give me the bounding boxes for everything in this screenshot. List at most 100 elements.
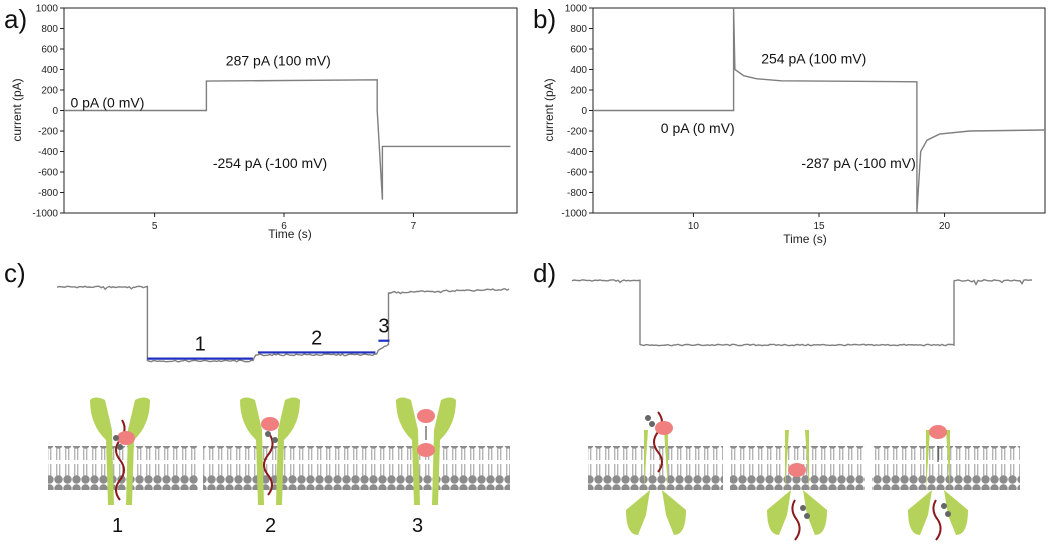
y-axis-title-a: current (pA) <box>10 78 24 141</box>
y-tick-label: 800 <box>570 24 587 35</box>
trace-annotation: 254 pA (100 mV) <box>761 50 866 66</box>
x-tick-label: 10 <box>688 221 700 232</box>
protein-blob <box>117 431 135 445</box>
y-tick-label: 1000 <box>565 4 588 15</box>
y-tick-label: 600 <box>41 45 58 56</box>
trace-annotation: -287 pA (-100 mV) <box>801 155 915 171</box>
pore-half-left <box>908 430 932 535</box>
segment-label: 2 <box>311 327 322 349</box>
schematic-d <box>588 411 1020 541</box>
pore-half-right <box>803 430 827 535</box>
protein-blob <box>929 425 947 439</box>
segment-label: 1 <box>195 334 206 356</box>
segments-c: 1 2 3 <box>147 316 390 360</box>
pore-d-3 <box>908 425 968 541</box>
linker-bead <box>645 415 651 421</box>
x-tick-label: 15 <box>813 221 825 232</box>
x-axis-title-a: Time (s) <box>268 227 312 241</box>
y-tick-label: -200 <box>567 127 587 138</box>
linker-bead <box>113 435 119 441</box>
pore-half-left <box>396 397 420 505</box>
y-tick-label: -600 <box>38 168 58 179</box>
schematic-c: 1 2 3 <box>48 397 510 537</box>
dna-strand <box>263 434 274 496</box>
y-axis-title-b: current (pA) <box>542 78 556 141</box>
y-tick-label: -600 <box>567 168 587 179</box>
linker-bead <box>649 421 655 427</box>
pore-half-right <box>662 430 686 535</box>
pore-half-right <box>276 397 300 505</box>
state-label-2: 2 <box>265 515 276 537</box>
y-tick-label: 0 <box>581 106 587 117</box>
y-tick-label: 1000 <box>36 4 59 15</box>
annotations-a: 0 pA (0 mV) 287 pA (100 mV) -254 pA (-100 … <box>70 52 330 170</box>
y-tick-label: -400 <box>38 147 58 158</box>
y-tick-label: 200 <box>41 86 58 97</box>
dna-strand <box>791 499 801 541</box>
panel-letter-c: c) <box>4 258 26 288</box>
chart-d <box>571 279 1033 347</box>
linker-bead <box>800 505 806 511</box>
y-tick-label: 200 <box>570 86 587 97</box>
y-tick-label: 400 <box>570 65 587 76</box>
protein-blob <box>655 421 673 435</box>
panel-letter-b: b) <box>533 4 556 34</box>
pore-c-1 <box>90 397 150 505</box>
x-ticks-b: 10 15 20 <box>688 213 951 232</box>
protein-blob <box>417 409 435 423</box>
x-axis-title-b: Time (s) <box>783 232 827 246</box>
y-tick-label: -1000 <box>32 209 58 220</box>
y-tick-label: -400 <box>567 147 587 158</box>
pore-c-2 <box>240 397 300 505</box>
pore-half-left <box>90 397 114 505</box>
pore-d-1 <box>626 411 686 535</box>
x-tick-label: 6 <box>281 221 287 232</box>
pore-half-right <box>126 397 150 505</box>
state-label-3: 3 <box>412 515 423 537</box>
trace-b <box>593 7 1046 214</box>
pore-c-3 <box>396 397 456 505</box>
protein-blob <box>788 463 806 477</box>
protein-blob <box>261 417 279 431</box>
state-label-1: 1 <box>112 515 123 537</box>
pore-half-left <box>767 430 791 535</box>
segment-label: 3 <box>378 316 389 338</box>
trace-d <box>571 279 1033 347</box>
linker-bead <box>941 503 947 509</box>
annotations-b: 254 pA (100 mV) 0 pA (0 mV) -287 pA (-100 … <box>661 50 916 171</box>
x-tick-label: 20 <box>939 221 951 232</box>
trace-annotation: 0 pA (0 mV) <box>661 120 735 136</box>
membrane-d-1 <box>588 446 723 490</box>
y-tick-label: 0 <box>52 106 58 117</box>
y-tick-label: -800 <box>38 188 58 199</box>
trace-annotation: 0 pA (0 mV) <box>70 94 144 110</box>
linker-bead <box>945 511 951 517</box>
trace-annotation: -254 pA (-100 mV) <box>213 155 327 171</box>
linker-bead <box>265 431 271 437</box>
y-tick-label: 400 <box>41 65 58 76</box>
panel-letter-a: a) <box>4 4 27 34</box>
protein-blob <box>417 443 435 457</box>
trace-a <box>64 79 511 200</box>
y-tick-label: -200 <box>38 127 58 138</box>
pore-half-right <box>944 430 968 535</box>
linker-bead <box>272 437 278 443</box>
chart-a: 1000 800 600 400 200 0 -200 -400 -600 -800 -1000 5… <box>10 4 518 241</box>
dna-strand <box>932 499 942 541</box>
pore-half-right <box>432 397 456 505</box>
membrane-d-3 <box>872 446 1020 490</box>
trace-c <box>56 285 510 363</box>
panel-letter-d: d) <box>533 258 556 288</box>
y-tick-label: 800 <box>41 24 58 35</box>
chart-c: 1 2 3 <box>56 285 510 363</box>
pore-d-2 <box>767 430 827 541</box>
y-tick-label: -800 <box>567 188 587 199</box>
trace-annotation: 287 pA (100 mV) <box>226 52 331 68</box>
pore-half-left <box>626 430 650 535</box>
pore-half-left <box>240 397 264 505</box>
y-ticks-a: 1000 800 600 400 200 0 -200 -400 -600 -800 -1000 <box>32 4 64 220</box>
